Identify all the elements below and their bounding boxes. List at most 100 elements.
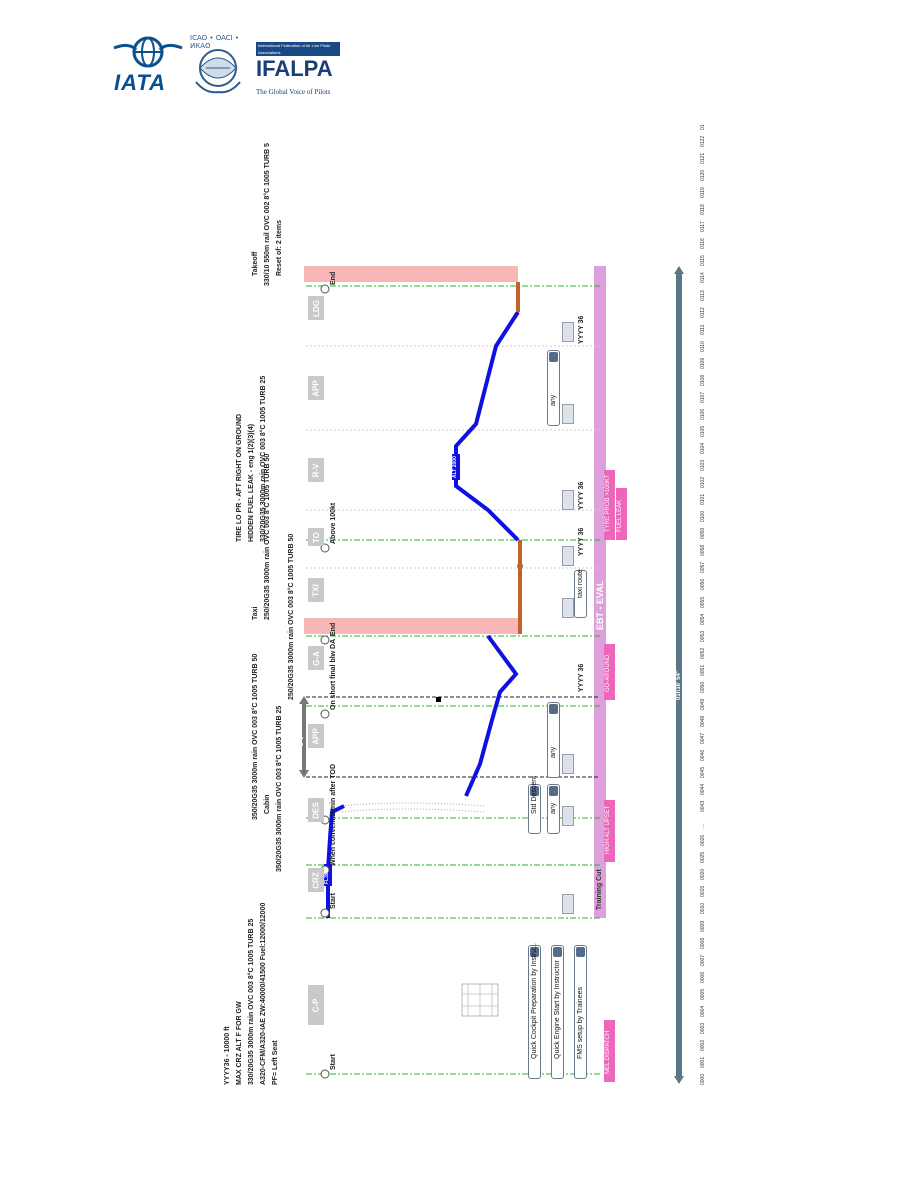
setting-weight[interactable]: MAX CRZ ALT F FOR GW [236,1001,243,1085]
ifalpa-federation-name: International Federation of Air Line Pil… [256,42,340,56]
cockpit-sketch-icon [461,983,499,1017]
timeline-tick-label: 0110 [700,340,706,352]
event-weather-5[interactable]: 330/20G35 3000m rain OVC 003 8°C 1005 TU… [260,375,267,542]
timeline-tick-label: 0007 [700,954,706,966]
event-weather-2[interactable]: 350/20G35 3000m rain OVC 003 8°C 1005 TU… [276,705,283,872]
cruise-alt-badge [324,864,332,886]
final-segment-band [304,266,518,282]
timeline-tick-label: 0113 [700,289,706,301]
fms-setup-dropdown[interactable]: FMS setup by Trainees [574,945,587,1079]
event-cabin[interactable]: Cabin [264,794,271,814]
timeline-tick-label: 0006 [700,971,706,983]
event-weather-6[interactable]: 330/10 550m rail OVC 002 8°C 1005 TURB 5 [264,143,271,286]
setting-weather[interactable]: 330/20G35 3000m rain OVC 003 8°C 1005 TU… [248,918,255,1085]
iata-wordmark: IATA [114,70,167,95]
marker-start-2: Start [330,893,337,909]
map-icon[interactable] [562,404,574,424]
timeline-tick-label: 0119 [700,187,706,199]
timeline-tick-label: 0044 [700,783,706,796]
setting-seat[interactable]: PF= Left Seat [272,1040,279,1085]
phase-taxi[interactable]: TXI [308,578,324,602]
marker-start-1: Start [330,1054,337,1070]
marker-when-convenient: When conveniant [330,808,337,866]
timeline-arrow-top-icon [674,266,684,274]
tag-mel-dispatch[interactable]: MEL DISPATCH [604,1020,615,1082]
timeline-tick-label: 0051 [700,664,706,676]
timeline-tick-label: 0020 [700,869,706,881]
timeline-tick-label: 0002 [700,1039,706,1051]
map-icon[interactable] [562,806,574,826]
taxi-route-field[interactable]: taxi route [574,569,587,618]
approach-any-dropdown[interactable]: any [547,702,560,778]
approach2-any-dropdown[interactable]: any [547,350,560,426]
timeline-tick-label: 0052 [700,647,706,659]
phase-takeoff[interactable]: TO [308,528,324,546]
chevron-down-icon [530,947,539,957]
timeline-tick-label: 0107 [700,391,706,403]
timeline-tick-label: 0120 [700,170,706,182]
map-icon[interactable] [562,894,574,914]
map-icon[interactable] [562,490,574,510]
timeline-tick-label: 0057 [700,562,706,574]
event-taxi[interactable]: Taxi [252,606,259,621]
engine-start-dropdown[interactable]: Quick Engine Start by Instructor [551,945,564,1079]
tag-go-around[interactable]: GO-AROUND [604,644,615,700]
phase-landing[interactable]: LDG [308,296,324,320]
profile-takeoff-landing [454,310,520,542]
phase-approach-1[interactable]: APP [308,724,324,748]
alt-2000-badge [452,454,460,480]
timeline-tick-label: 0005 [700,988,706,1000]
timeline-tick-label: 0049 [700,698,706,710]
timeline-tick-label: 0122 [700,135,706,148]
icao-logo: ICAO • OACI • ИКАО [186,34,250,98]
timeline-tick-label: 0053 [700,630,706,642]
phase-go-around[interactable]: G-A [308,646,324,670]
timeline-bar [676,272,682,1078]
map-icon[interactable] [562,598,574,618]
timeline-tick-label: 0102 [700,477,706,489]
cockpit-prep-dropdown[interactable]: Quick Cockpit Preparation by Instru... [528,943,541,1079]
timeline-tick-label: 0046 [700,749,706,761]
marker-end-2: End [330,271,337,285]
phase-descent[interactable]: DES [308,798,324,822]
event-tire-failure[interactable]: TIRE LO PR - AFT RIGHT ON GROUND [236,413,243,542]
event-reset[interactable]: Reset of: 2 items [276,219,283,276]
approach-markers [306,696,600,778]
timeline-tick-label: 0008 [700,937,706,949]
descent-any-dropdown[interactable]: any [547,784,560,834]
tag-tyre-problem[interactable]: TYRE PROB >100KT [604,470,615,540]
setting-airport[interactable]: YYYY36 - 10000 ft [224,1026,231,1085]
phase-cockpit-prep[interactable]: C-P [308,985,324,1025]
tag-high-alt-upset[interactable]: HIGH ALT UPSET [604,800,615,862]
event-fuel-leak[interactable]: HIDDEN FUEL LEAK - eng 1(2)(3)(4) [248,423,255,542]
chevron-down-icon [549,352,558,362]
map-icon[interactable] [562,546,574,566]
phase-approach-2[interactable]: APP [308,376,324,400]
phase-rejected[interactable]: R-V [308,458,324,482]
timeline-tick-label: 0045 [700,766,706,779]
map-icon[interactable] [562,322,574,342]
timeline-tick-label: 0108 [700,374,706,386]
timeline-arrow-bottom-icon [674,1076,684,1084]
timeline-tick-label: 0055 [700,596,706,608]
map-icon[interactable] [562,754,574,774]
timeline-tick-label: 0001 [700,1056,706,1068]
timeline-tick-label: 0109 [700,357,706,369]
timeline-tick-label: 0114 [700,272,706,284]
timeline-tick-label: 0111 [700,324,706,335]
tag-fuel-leak[interactable]: FUEL LEAK [616,488,627,540]
timeline-tick-label: 0025 [700,852,706,864]
event-takeoff[interactable]: Takeoff [252,251,259,276]
event-weather-1[interactable]: 350/20G35 3000m rain OVC 003 8°C 1005 TU… [252,653,259,820]
event-weather-3[interactable]: 250/20G35 3000m rain OVC 003 8°C 1005 TU… [288,533,295,700]
training-cut-label: Training Cut [596,869,603,910]
timeline-tick-label: 0010 [700,903,706,915]
iata-logo: IATA [112,34,184,95]
descent-type-dropdown[interactable]: Std Descent [528,776,541,834]
chevron-down-icon [549,704,558,714]
timeline-tick-label: 0112 [700,306,706,318]
marker-short-final: On short final blw DA [330,638,337,710]
phase-cruise[interactable]: CRZ [308,868,324,892]
setting-aircraft[interactable]: A320-CFM/A320-IAE ZW:40000/41500 Fuel:12… [260,902,267,1085]
ifalpa-logo: International Federation of Air Line Pil… [256,42,340,100]
